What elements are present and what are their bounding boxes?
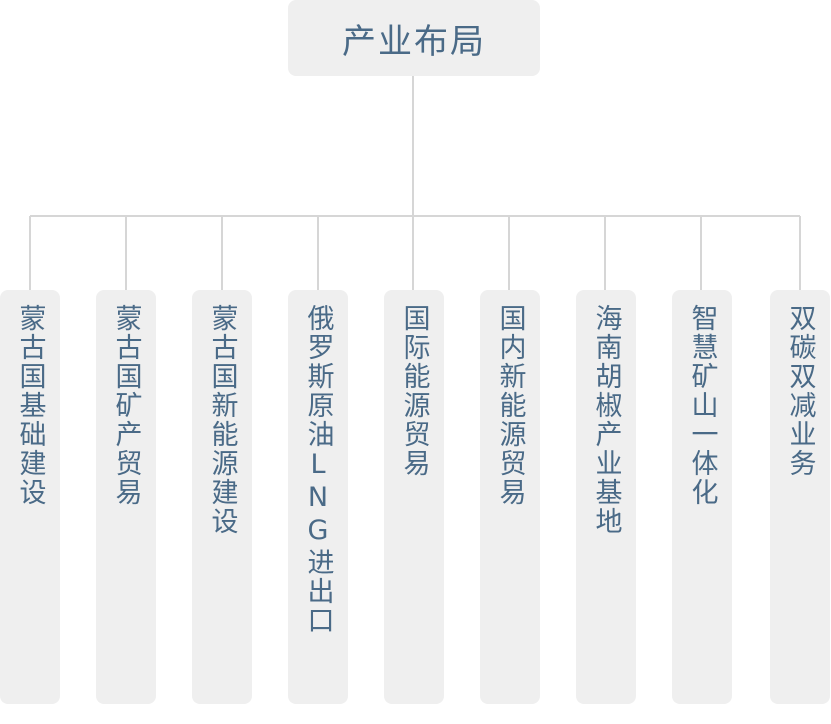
child-node-domestic-new-energy-trade: 国内新能源贸易: [480, 290, 540, 704]
root-node: 产业布局: [288, 0, 540, 76]
child-node-russia-oil-lng: 俄罗斯原油LNG进出口: [288, 290, 348, 704]
child-node-label: 蒙古国基础建设: [14, 304, 46, 507]
child-node-hainan-pepper-base: 海南胡椒产业基地: [576, 290, 636, 704]
child-node-label: 国际能源贸易: [398, 304, 430, 478]
child-node-label: 蒙古国新能源建设: [206, 304, 238, 536]
child-node-mongolia-new-energy: 蒙古国新能源建设: [192, 290, 252, 704]
child-node-label: 俄罗斯原油LNG进出口: [302, 304, 334, 635]
child-node-label: 国内新能源贸易: [494, 304, 526, 507]
child-node-dual-carbon: 双碳双减业务: [770, 290, 830, 704]
child-node-international-energy-trade: 国际能源贸易: [384, 290, 444, 704]
child-node-label: 智慧矿山一体化: [686, 304, 718, 507]
child-node-mongolia-mineral-trade: 蒙古国矿产贸易: [96, 290, 156, 704]
child-node-label: 海南胡椒产业基地: [590, 304, 622, 536]
child-node-label: 蒙古国矿产贸易: [110, 304, 142, 507]
child-node-label: 双碳双减业务: [784, 304, 816, 478]
root-node-label: 产业布局: [342, 21, 486, 62]
child-node-mongolia-infrastructure: 蒙古国基础建设: [0, 290, 60, 704]
child-node-smart-mine: 智慧矿山一体化: [672, 290, 732, 704]
